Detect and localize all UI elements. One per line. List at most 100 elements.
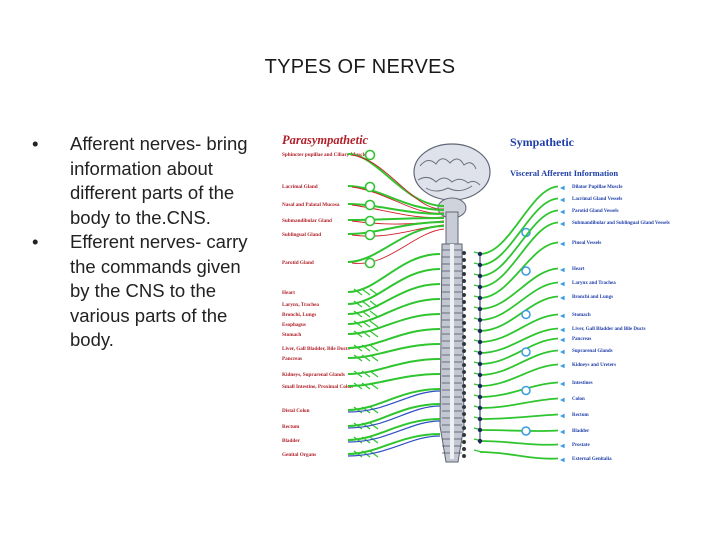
sympathetic-nerve: [479, 185, 559, 255]
parasympathetic-label: Pancreas: [282, 356, 302, 362]
sympathetic-label: External Genitalia: [572, 457, 612, 462]
nerve-branch: [369, 330, 379, 338]
bullet-text: Afferent nerves- bring information about…: [70, 133, 248, 228]
parasympathetic-label: Larynx, Trachea: [282, 302, 319, 308]
nerve-branch: [353, 344, 363, 352]
sympathetic-nerve: [479, 197, 559, 266]
sympathetic-nerve: [479, 349, 559, 376]
nerve-branch: [353, 288, 363, 296]
arrow-icon: ◀: [560, 457, 565, 464]
bullet-text: Efferent nerves- carry the commands give…: [70, 231, 248, 350]
nerve-branch: [361, 382, 371, 390]
nerve-branch: [361, 288, 371, 296]
nerve-branch: [361, 370, 371, 378]
ganglion-node: [521, 347, 531, 357]
sympathetic-label: Heart: [572, 267, 585, 272]
bullet-dot: •: [32, 231, 39, 252]
sympathetic-label: Parotid Gland Vessels: [572, 209, 619, 214]
sympathetic-nerve: [479, 429, 559, 432]
parasympathetic-label: Stomach: [282, 332, 301, 338]
nerve-branch: [369, 310, 379, 318]
parasympathetic-nerve: [347, 221, 445, 235]
sympathetic-label: Pineal Vessels: [572, 241, 601, 246]
nerve-branch: [353, 354, 363, 362]
parasympathetic-nerve: [347, 253, 441, 293]
sympathetic-nerve: [479, 327, 559, 354]
arrow-icon: ◀: [560, 363, 565, 370]
sympathetic-label: Bladder: [572, 429, 590, 434]
nerve-branch: [369, 406, 379, 414]
nerve-branch: [369, 354, 379, 362]
arrow-icon: ◀: [560, 221, 565, 228]
parasympathetic-label: Kidneys, Suprarenal Glands: [282, 372, 345, 378]
parasympathetic-nerve: [347, 185, 445, 211]
sympathetic-nerve: [479, 397, 559, 409]
sympathetic-nerve: [479, 451, 559, 460]
parasympathetic-heading: Parasympathetic: [282, 133, 369, 147]
spinal-cord: [439, 243, 467, 463]
sympathetic-label: Lacrimal Gland Vessels: [572, 197, 622, 202]
sympathetic-label: Pancreas: [572, 337, 591, 342]
pelvic-nerve-blue: [347, 405, 441, 429]
nerve-branch: [353, 320, 363, 328]
nerve-branch: [369, 422, 379, 430]
sympathetic-nerve: [479, 313, 559, 343]
arrow-icon: ◀: [560, 281, 565, 288]
parasympathetic-label: Submandibular Gland: [282, 218, 332, 224]
sympathetic-nerve: [479, 381, 559, 398]
nerve-branch: [369, 320, 379, 328]
sympathetic-heading: Sympathetic: [510, 135, 575, 149]
sympathetic-label: Colon: [572, 397, 585, 402]
sympathetic-label: Bronchi and Lungs: [572, 295, 613, 300]
arrow-icon: ◀: [560, 185, 565, 192]
parasympathetic-label: Esophagus: [282, 322, 306, 328]
nerve-branch: [369, 370, 379, 378]
ganglion-node: [521, 426, 531, 436]
ganglion-node: [364, 229, 376, 241]
sympathetic-label: Intestines: [572, 381, 593, 386]
pelvic-nerve-blue: [347, 390, 441, 413]
ganglion-node: [364, 199, 376, 211]
visceral-afferent-heading: Visceral Afferent Information: [510, 168, 618, 178]
sympathetic-label: Submandibular and Sublingual Gland Vesse…: [572, 221, 670, 226]
bullet-afferent: • Afferent nerves- bring information abo…: [30, 132, 250, 230]
nerve-branch: [353, 436, 363, 444]
arrow-icon: ◀: [560, 413, 565, 420]
ganglion-node: [364, 149, 376, 161]
sympathetic-nerve: [479, 440, 559, 446]
nerve-branch: [361, 310, 371, 318]
sympathetic-label: Kidneys and Ureters: [572, 363, 616, 368]
parasympathetic-nerve: [347, 217, 445, 221]
parasympathetic-label: Parotid Gland: [282, 260, 314, 266]
ganglion-node: [521, 385, 531, 396]
bullet-dot: •: [32, 133, 39, 154]
bullet-efferent: • Efferent nerves- carry the commands gi…: [30, 230, 250, 353]
arrow-icon: ◀: [560, 349, 565, 356]
nerve-branch: [361, 320, 371, 328]
nerve-branch: [353, 382, 363, 390]
arrow-icon: ◀: [560, 327, 565, 334]
sympathetic-nerve: [479, 241, 559, 299]
nerve-branch: [361, 344, 371, 352]
sympathetic-nerve: [479, 221, 559, 288]
sympathetic-nerve: [479, 295, 559, 332]
nerve-branch: [353, 422, 363, 430]
parasympathetic-nerve: [347, 203, 445, 215]
sympathetic-label: Suprarenal Glands: [572, 349, 613, 354]
ganglion-node: [364, 215, 376, 227]
arrow-icon: ◀: [560, 313, 565, 320]
parasympathetic-label: Small Intestine, Proximal Colon: [282, 384, 353, 390]
nerve-branch: [369, 436, 379, 444]
autonomic-nervous-system-diagram: Parasympathetic Sympathetic Visceral Aff…: [268, 126, 704, 478]
parasympathetic-label: Heart: [282, 290, 295, 296]
parasympathetic-nerve: [347, 225, 445, 263]
ganglion-node: [364, 257, 376, 269]
arrow-icon: ◀: [560, 337, 565, 344]
parasympathetic-label: Sublingual Gland: [282, 232, 321, 238]
sympathetic-nerve: [479, 209, 559, 277]
arrow-icon: ◀: [560, 381, 565, 388]
nerve-branch: [353, 300, 363, 308]
sympathetic-nerve: [479, 281, 559, 321]
nerve-branch: [473, 449, 483, 453]
parasympathetic-label: Sphincter pupillae and Ciliary Muscles: [282, 152, 368, 158]
